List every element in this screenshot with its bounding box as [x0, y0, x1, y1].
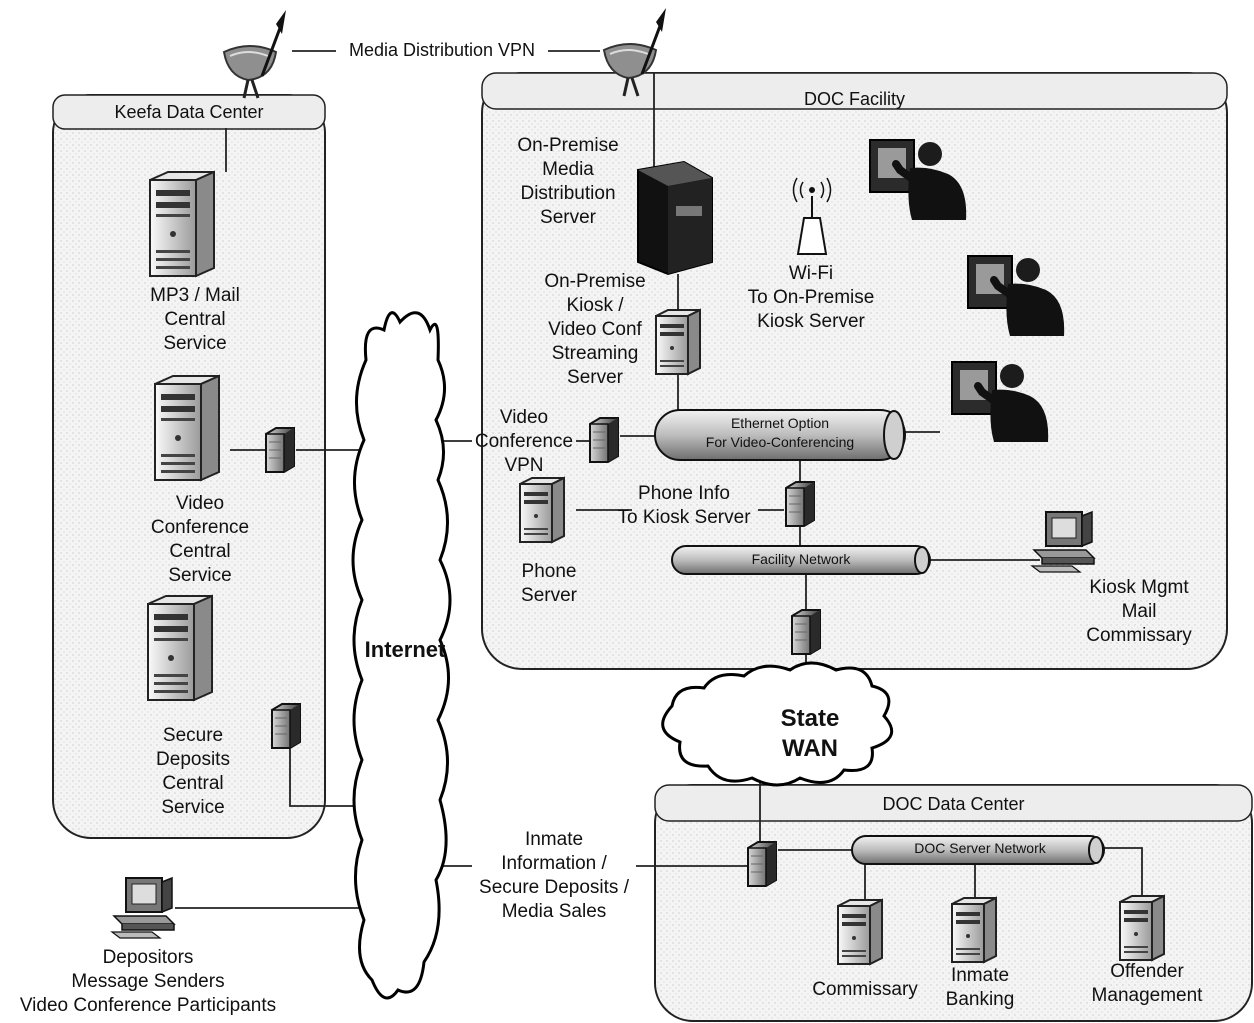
commissary-label: Commissary: [812, 979, 918, 1000]
video-conference-vpn-label: Video Conference VPN: [474, 407, 574, 476]
doc-server-network-pipe: [851, 835, 1105, 865]
ethernet-option-label: Ethernet Option For Video-Conferencing: [705, 415, 855, 450]
mp3-mail-server-icon: [149, 171, 215, 277]
secure-deposits-server-icon: [147, 595, 213, 701]
inmate-banking-server-icon: [951, 897, 997, 963]
phone-server-label: Phone Server: [521, 561, 577, 606]
vc-vpn-firewall-icon: [589, 417, 619, 463]
state-wan-cloud-icon: [661, 661, 894, 787]
doc-data-center-title-bar: [654, 784, 1253, 822]
offender-management-label: Offender Management: [1091, 961, 1203, 1006]
internet-label: Internet: [364, 637, 446, 662]
phone-server-icon: [519, 477, 565, 543]
mp3-mail-label: MP3 / Mail Central Service: [150, 285, 240, 354]
keefa-satellite-dish-icon: [222, 8, 288, 100]
commissary-server-icon: [837, 899, 883, 965]
media-distribution-vpn-label: Media Distribution VPN: [348, 40, 536, 60]
keefa-title-bar: [52, 94, 326, 130]
wifi-label: Wi-Fi To On-Premise Kiosk Server: [747, 263, 875, 332]
facility-firewall-icon: [785, 481, 815, 527]
depositors-pc-icon: [111, 877, 175, 939]
wan-firewall-icon: [791, 609, 821, 655]
internet-cloud-icon: [351, 311, 452, 1000]
doc-facility-title-bar: [481, 72, 1228, 110]
offender-management-server-icon: [1119, 895, 1165, 961]
on-premise-kiosk-label: On-Premise Kiosk / Video Conf Streaming …: [544, 271, 646, 388]
inmate-banking-label: Inmate Banking: [945, 965, 1015, 1010]
inmate-information-label: Inmate Information / Secure Deposits / M…: [479, 829, 629, 922]
keefa-data-center-title: Keefa Data Center: [114, 102, 264, 122]
video-conference-central-label: Video Conference Central Service: [150, 493, 250, 586]
doc-data-center-title: DOC Data Center: [882, 794, 1025, 814]
doc-facility-title: DOC Facility: [803, 89, 905, 109]
wifi-antenna-icon: [792, 177, 832, 255]
state-wan-label: State WAN: [780, 705, 840, 762]
depositors-label: Depositors Message Senders Video Confere…: [19, 947, 277, 1016]
keefa-video-firewall-icon: [265, 427, 295, 473]
facility-network-label: Facility Network: [751, 551, 851, 567]
video-conference-server-icon: [154, 375, 220, 481]
on-premise-media-server-icon: [637, 160, 713, 276]
ethernet-pipe: [654, 409, 906, 461]
facility-network-pipe: [671, 545, 931, 575]
secure-deposits-central-label: Secure Deposits Central Service: [156, 725, 230, 818]
on-premise-media-label: On-Premise Media Distribution Server: [517, 135, 619, 228]
keefa-deposits-firewall-icon: [271, 703, 301, 749]
phone-info-label: Phone Info To Kiosk Server: [617, 483, 751, 528]
kiosk-mgmt-label: Kiosk Mgmt Mail Commissary: [1086, 577, 1192, 646]
doc-server-network-label: DOC Server Network: [914, 840, 1046, 856]
doc-dc-firewall-icon: [747, 841, 777, 887]
